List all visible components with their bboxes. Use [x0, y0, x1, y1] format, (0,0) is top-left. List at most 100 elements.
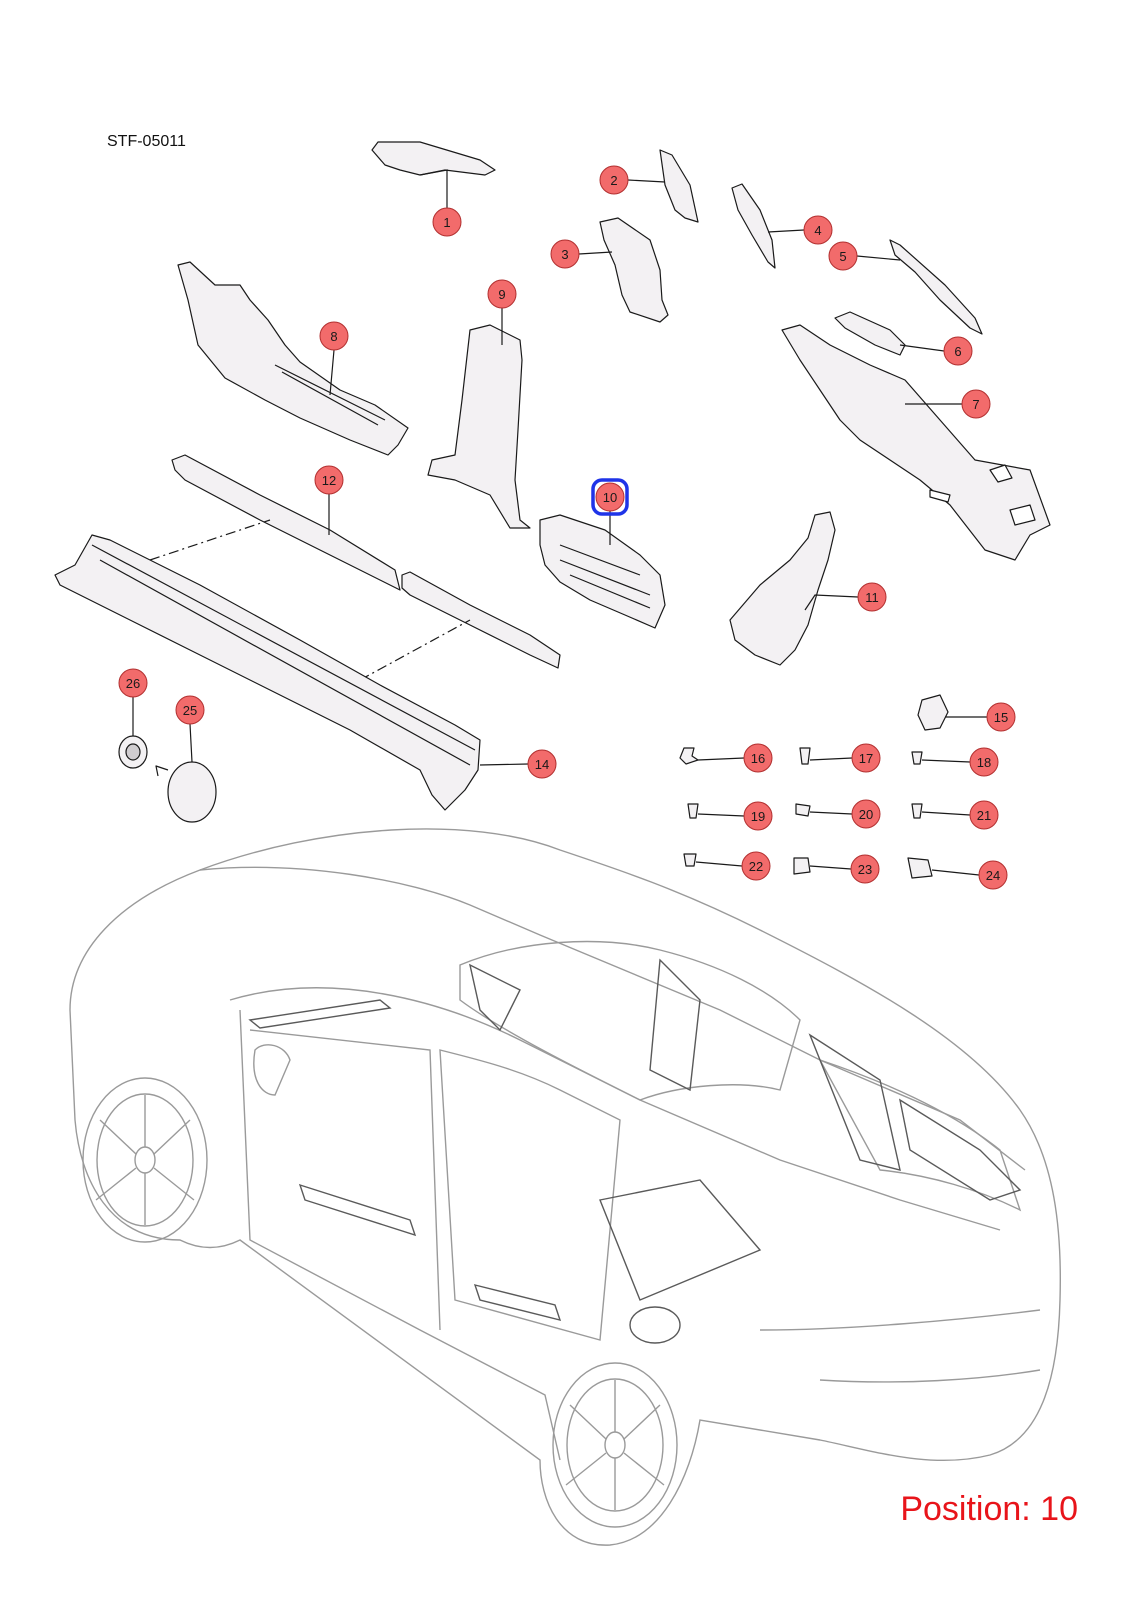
part-3-shape [599, 217, 669, 323]
part-9-shape [427, 324, 531, 529]
callout-5[interactable]: 5 [828, 241, 858, 271]
callout-19[interactable]: 19 [743, 801, 773, 831]
trim-parts [54, 141, 1051, 879]
callout-number: 9 [498, 287, 505, 302]
part-11-shape [729, 511, 836, 666]
callout-number: 7 [972, 397, 979, 412]
callout-number: 4 [814, 223, 821, 238]
callout-bubble [961, 389, 991, 419]
callout-17[interactable]: 17 [851, 743, 881, 773]
callout-26[interactable]: 26 [118, 668, 148, 698]
callout-bubble [550, 239, 580, 269]
callout-bubble [175, 695, 205, 725]
callout-22[interactable]: 22 [741, 851, 771, 881]
callout-11[interactable]: 11 [857, 582, 887, 612]
part-25-shape [155, 761, 217, 823]
callout-bubble [432, 207, 462, 237]
vehicle-outline [69, 828, 1061, 1546]
callout-18[interactable]: 18 [969, 747, 999, 777]
callout-4[interactable]: 4 [803, 215, 833, 245]
callout-number: 17 [859, 751, 873, 766]
callout-number: 26 [126, 676, 140, 691]
callout-bubble [969, 747, 999, 777]
callout-20[interactable]: 20 [851, 799, 881, 829]
callout-number: 6 [954, 344, 961, 359]
callout-bubble [803, 215, 833, 245]
callout-bubble [857, 582, 887, 612]
part-12-shape [171, 454, 401, 591]
callout-bubble [943, 336, 973, 366]
callout-number: 5 [839, 249, 846, 264]
fastener-shapes [679, 747, 933, 879]
part-14-shape [54, 534, 481, 811]
callout-number: 14 [535, 757, 549, 772]
callout-bubble [595, 482, 625, 512]
callout-7[interactable]: 7 [961, 389, 991, 419]
callout-bubble [118, 668, 148, 698]
callout-bubble [487, 279, 517, 309]
part-5-shape [889, 239, 983, 335]
callout-24[interactable]: 24 [978, 860, 1008, 890]
callout-25[interactable]: 25 [175, 695, 205, 725]
part-2-shape [659, 149, 699, 223]
callout-bubble [743, 801, 773, 831]
part-26-shape [118, 735, 148, 769]
callout-number: 1 [443, 215, 450, 230]
callout-12[interactable]: 12 [314, 465, 344, 495]
callout-number: 20 [859, 807, 873, 822]
callout-number: 2 [610, 173, 617, 188]
part-12b-shape [401, 571, 561, 669]
callout-bubble [741, 851, 771, 881]
callout-number: 3 [561, 247, 568, 262]
callout-bubble [978, 860, 1008, 890]
part-10-shape [539, 514, 666, 629]
callout-number: 24 [986, 868, 1000, 883]
callout-number: 8 [330, 329, 337, 344]
callout-8[interactable]: 8 [319, 321, 349, 351]
callout-number: 23 [858, 862, 872, 877]
callout-number: 18 [977, 755, 991, 770]
callout-number: 25 [183, 703, 197, 718]
callout-bubble [527, 749, 557, 779]
drawing-code: STF-05011 [107, 133, 186, 150]
callout-number: 21 [977, 808, 991, 823]
callout-3[interactable]: 3 [550, 239, 580, 269]
callout-bubble [850, 854, 880, 884]
callout-number: 10 [603, 490, 617, 505]
part-15-shape [917, 694, 949, 731]
part-6-shape [834, 311, 906, 356]
callout-2[interactable]: 2 [599, 165, 629, 195]
callout-bubble [986, 702, 1016, 732]
part-7-shape [781, 324, 1051, 561]
callout-10[interactable]: 10 [591, 478, 629, 516]
callout-6[interactable]: 6 [943, 336, 973, 366]
callout-bubble [314, 465, 344, 495]
part-1-shape [371, 141, 496, 176]
callout-bubble [851, 799, 881, 829]
callout-14[interactable]: 14 [527, 749, 557, 779]
callout-bubble [828, 241, 858, 271]
part-4-shape [731, 183, 776, 269]
callout-21[interactable]: 21 [969, 800, 999, 830]
callout-bubble [319, 321, 349, 351]
callout-9[interactable]: 9 [487, 279, 517, 309]
selected-highlight [591, 478, 629, 516]
callout-number: 11 [865, 590, 879, 605]
callout-15[interactable]: 15 [986, 702, 1016, 732]
callout-bubble [851, 743, 881, 773]
callout-bubble [599, 165, 629, 195]
callout-1[interactable]: 1 [432, 207, 462, 237]
callout-number: 22 [749, 859, 763, 874]
callout-bubble [969, 800, 999, 830]
callout-16[interactable]: 16 [743, 743, 773, 773]
callout-number: 19 [751, 809, 765, 824]
callout-number: 16 [751, 751, 765, 766]
callout-number: 15 [994, 710, 1008, 725]
callout-number: 12 [322, 473, 336, 488]
callout-bubble [743, 743, 773, 773]
part-8-shape [177, 261, 409, 456]
callout-23[interactable]: 23 [850, 854, 880, 884]
